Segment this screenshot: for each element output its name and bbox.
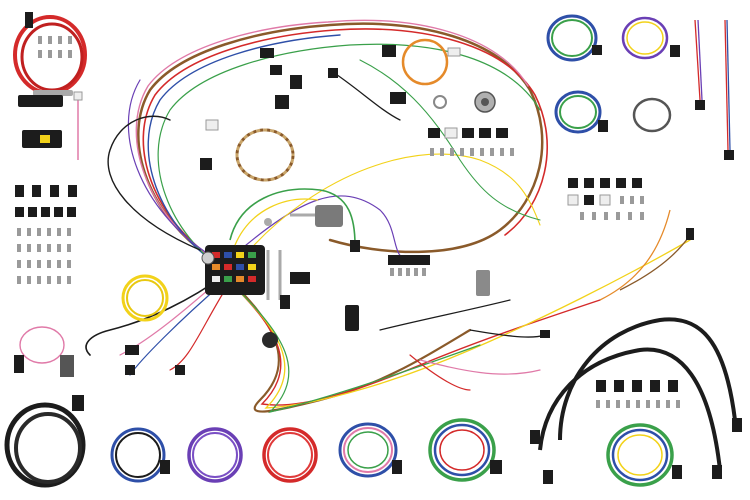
lower-left-pigtail [14,326,74,377]
pigtails-far-right [694,19,734,160]
multicolor-coil-3 [606,423,682,487]
coil-top-right-3 [554,90,608,134]
fuse-holders-left [18,91,83,160]
connector-row-upper-middle [428,127,508,139]
ignition-switch [433,91,496,113]
terminal-grid-right [580,196,644,220]
terminal-row-lower-right [596,400,680,408]
twisted-wire-loop [235,128,295,182]
terminal-strip-center [388,255,430,276]
coil-top-right-4 [632,97,672,133]
right-side-leads [469,209,694,338]
yellow-wire-coil [121,274,169,322]
headlight-switch-wires [229,188,360,252]
coil-top-right-2 [621,16,680,60]
connector-grid-lower-right [596,380,678,392]
multi-pin-connector [345,270,490,331]
orange-wire-loop [401,38,461,86]
purple-wire-coil [187,427,243,483]
fuse-block [201,245,265,295]
multicolor-coil-2 [428,418,502,482]
red-battery-cable [13,12,87,96]
red-wire-coil [262,427,318,483]
coil-top-right-1 [546,14,602,62]
black-sheathed-harness [530,317,742,484]
multicolor-coil-1 [338,422,402,478]
terminal-row-upper-middle [430,148,514,156]
connector-pair-left [125,345,185,375]
black-cable-coil [4,395,86,488]
center-hardware [262,250,310,348]
blue-wire-coil [110,427,170,483]
terminal-pack-top-left [38,36,72,58]
top-connectors [200,45,406,170]
terminal-grid-left [17,228,71,284]
connector-grid-right [567,178,642,206]
connector-grid-left [15,185,77,217]
